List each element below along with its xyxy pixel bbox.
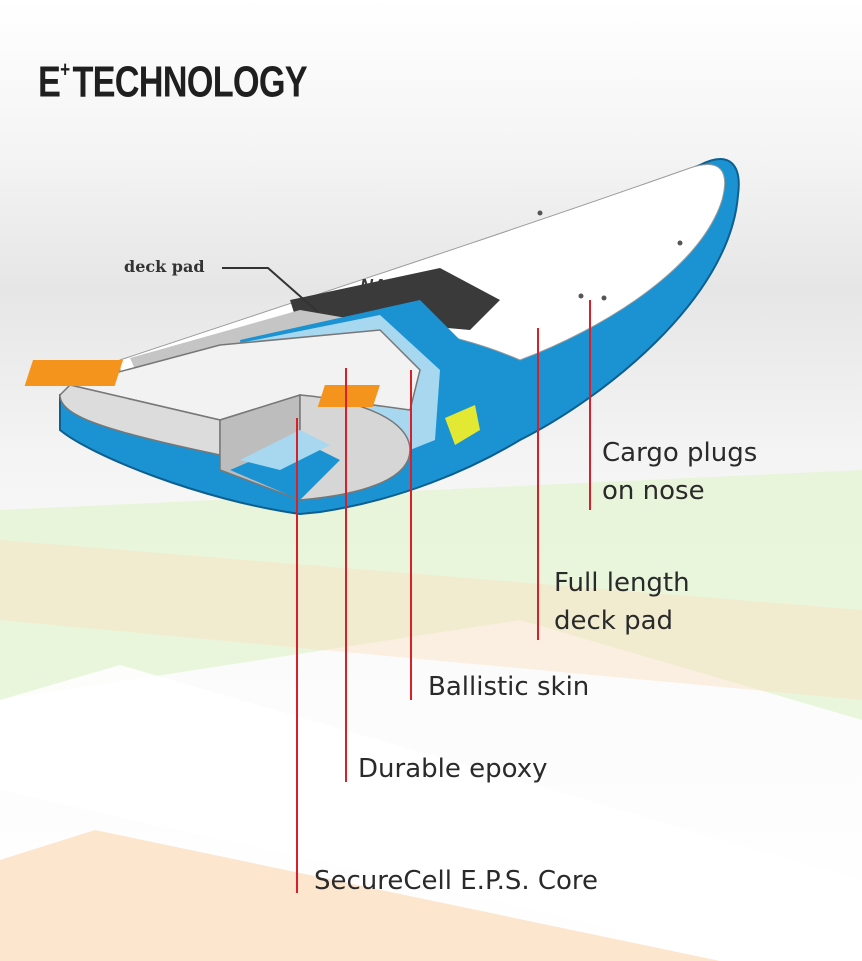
cargo-plug-dot — [601, 295, 607, 301]
accent-yellow-block — [445, 405, 480, 445]
cargo-plug-dot — [537, 210, 543, 216]
durable-epoxy-label: Durable epoxy — [358, 754, 548, 784]
layer-blue-stripe-bottom — [230, 440, 340, 500]
cargo-plug-dot — [578, 293, 584, 299]
deck-pad-label: deck pad — [124, 257, 205, 276]
full-length-deck-pad-label: Full length deck pad — [554, 564, 690, 640]
securecell-core-label: SecureCell E.P.S. Core — [314, 866, 599, 896]
cargo-plugs-line-2: on nose — [602, 476, 705, 506]
cargo-insert-orange-2 — [317, 385, 380, 407]
background-peach-band — [0, 540, 862, 700]
cargo-plugs-label: Cargo plugs on nose — [602, 434, 757, 510]
title-prefix: E — [38, 57, 61, 107]
background-white-band — [0, 665, 862, 961]
background-green-band — [0, 470, 862, 720]
title-main: TECHNOLOGY — [72, 57, 307, 107]
cargo-plug-dot — [677, 240, 683, 246]
cargo-plugs-line-1: Cargo plugs — [602, 438, 758, 468]
full-length-deck-pad-line-1: Full length — [554, 568, 690, 598]
page-title: E+TECHNOLOGY — [38, 48, 308, 109]
cargo-insert-orange-1 — [24, 360, 124, 386]
full-length-deck-pad-line-2: deck pad — [554, 606, 674, 636]
deck-pad-strip — [290, 268, 500, 332]
title-superscript: + — [60, 57, 70, 82]
ballistic-skin-label: Ballistic skin — [428, 672, 590, 702]
layer-light-blue-bottom — [240, 430, 330, 470]
background-peach-floor — [0, 830, 720, 961]
deck-pad-leader-line — [222, 267, 319, 313]
logo-text: NAISH — [360, 276, 417, 296]
